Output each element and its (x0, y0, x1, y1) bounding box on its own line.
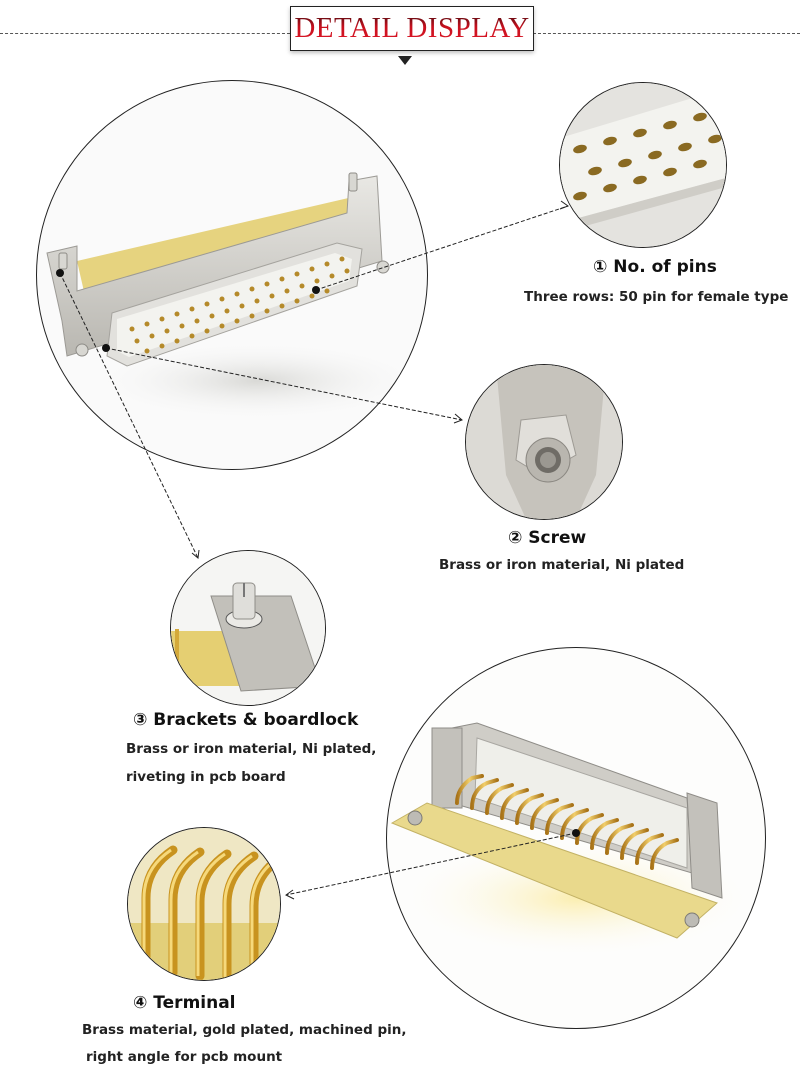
bracket-closeup-image (170, 550, 326, 706)
header-title-box: DETAIL DISPLAY (290, 6, 534, 51)
bracket-boardlock-icon (171, 551, 325, 705)
header-dash-left (0, 33, 290, 34)
detail-4-description-line2: right angle for pcb mount (86, 1049, 283, 1065)
detail-3-description-line2: riveting in pcb board (126, 769, 286, 785)
screw-closeup-image (465, 364, 623, 520)
pins-closeup-image (559, 82, 727, 248)
detail-3-title: ③ Brackets & boardlock (133, 710, 359, 730)
detail-1-description: Three rows: 50 pin for female type (524, 289, 789, 305)
hex-screw-icon (466, 365, 622, 519)
detail-2-description: Brass or iron material, Ni plated (439, 557, 685, 573)
detail-1-title: ① No. of pins (593, 257, 717, 277)
secondary-connector-image (386, 647, 766, 1029)
main-connector-image (36, 80, 428, 470)
detail-3-description-line1: Brass or iron material, Ni plated, (126, 741, 377, 757)
header-pointer-icon (398, 56, 412, 65)
pin-holes-icon (560, 83, 726, 247)
header-dash-right (533, 33, 800, 34)
detail-4-title: ④ Terminal (133, 993, 236, 1013)
gold-terminal-icon (128, 828, 280, 980)
detail-4-description-line1: Brass material, gold plated, machined pi… (82, 1022, 407, 1038)
detail-2-title: ② Screw (508, 528, 587, 548)
page-title: DETAIL DISPLAY (294, 12, 530, 44)
d-sub-connector-icon (46, 159, 427, 421)
d-sub-rear-pins-icon (390, 722, 757, 958)
terminal-closeup-image (127, 827, 281, 981)
